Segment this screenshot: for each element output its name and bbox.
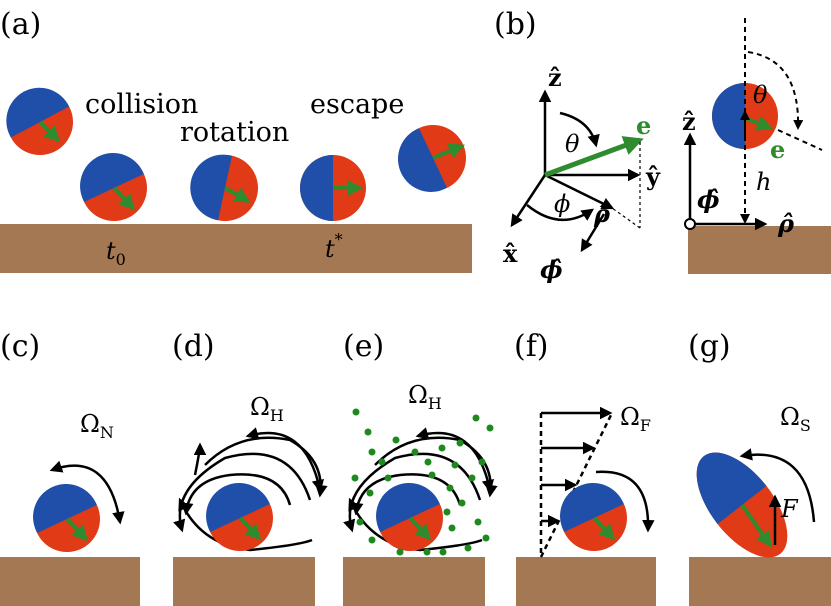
omega-n: ΩN	[80, 410, 114, 442]
label-collision: collision	[85, 89, 198, 120]
label-t0: t0	[106, 237, 126, 269]
label-rotation: rotation	[180, 117, 289, 148]
particle-a2	[80, 152, 147, 221]
tracer-dots	[351, 408, 494, 556]
label-theta-1: θ	[565, 130, 580, 158]
panel-label-e: (e)	[343, 329, 384, 364]
particle-d	[206, 482, 273, 551]
label-y-hat: ŷ	[645, 162, 661, 191]
particle-e	[376, 482, 443, 551]
wall-e	[343, 557, 485, 606]
particle-a5	[397, 125, 466, 192]
particle-a1	[6, 87, 73, 155]
label-e-1: e	[636, 111, 651, 140]
label-phi-hat-1: ϕ̂	[540, 255, 563, 284]
ellipsoid-particle	[696, 452, 788, 558]
panel-label-a: (a)	[0, 7, 41, 42]
particle-a3	[190, 154, 258, 221]
label-escape: escape	[310, 89, 404, 120]
label-h: h	[756, 168, 771, 196]
label-z-hat-2: ẑ	[682, 107, 696, 136]
panel-label-d: (d)	[172, 329, 215, 364]
particle-a4	[300, 155, 366, 221]
panel-label-b: (b)	[494, 7, 537, 42]
particle-c	[33, 483, 100, 552]
force-label: F	[780, 495, 799, 523]
label-z-hat-1: ẑ	[548, 63, 562, 92]
label-x-hat: x̂	[503, 239, 518, 268]
label-rho-hat-2: ρ̂	[777, 209, 795, 238]
wall-a	[0, 224, 472, 273]
panel-label-f: (f)	[514, 329, 549, 364]
omega-f: ΩF	[620, 403, 651, 435]
label-phi: ϕ	[554, 190, 570, 218]
panel-label-g: (g)	[688, 329, 731, 364]
label-theta-2: θ	[753, 81, 768, 109]
omega-h-d: ΩH	[250, 393, 284, 425]
coordinate-axes	[510, 89, 644, 253]
shear-profile	[539, 406, 614, 558]
wall-d	[173, 557, 315, 606]
omega-h-e: ΩH	[408, 381, 442, 413]
panel-label-c: (c)	[0, 329, 40, 364]
wall-c	[0, 557, 140, 606]
omega-s: ΩS	[780, 403, 811, 435]
label-e-2: e	[770, 135, 785, 164]
label-rho-hat-1: ρ̂	[593, 199, 611, 228]
wall-g	[689, 557, 831, 606]
label-tstar: t*	[325, 230, 343, 263]
wall-b	[688, 226, 831, 274]
particle-f	[560, 482, 627, 551]
label-phi-hat-2: ϕ̂	[697, 185, 720, 214]
wall-f	[516, 557, 656, 606]
